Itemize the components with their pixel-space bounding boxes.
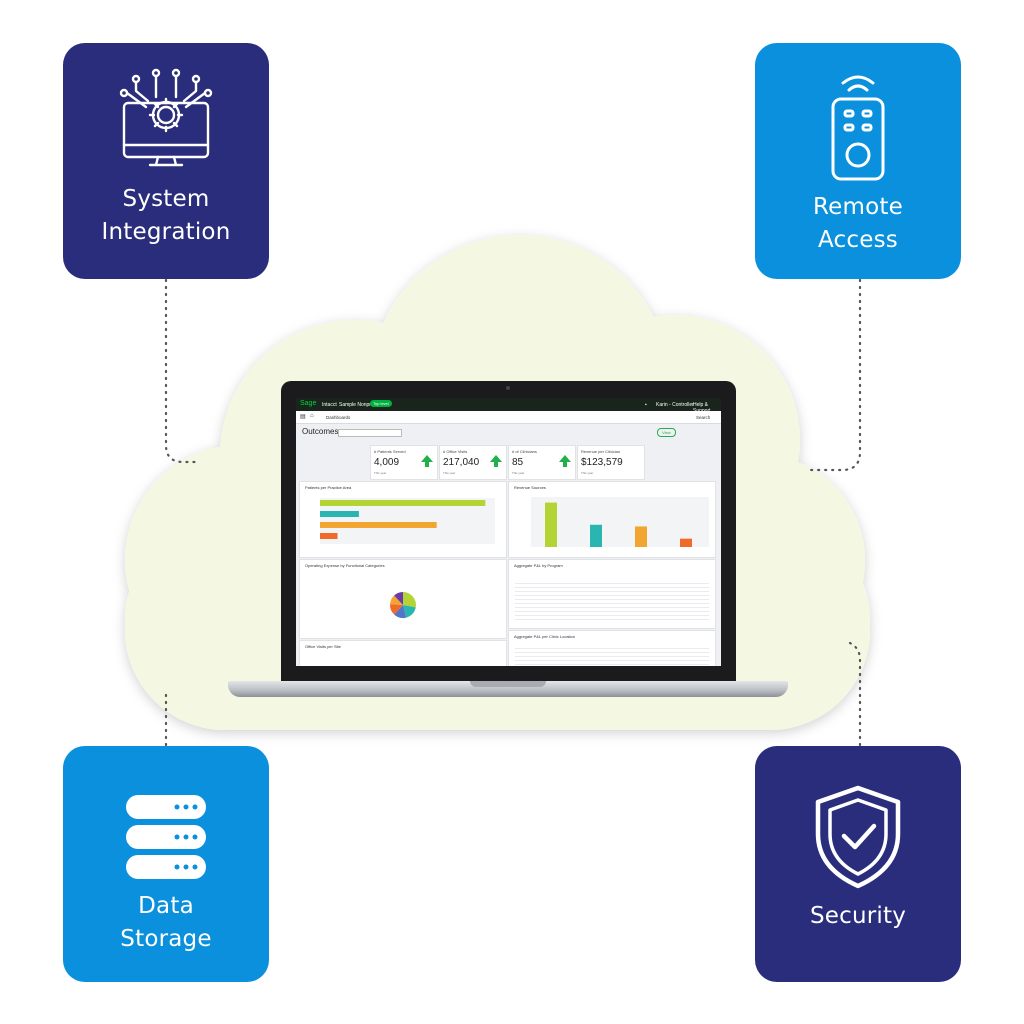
up-arrow-icon [421, 455, 433, 467]
panel-revenue-sources: Revenue Sources [508, 481, 716, 558]
panel-title: Aggregate P&L per Clinic Location [514, 634, 575, 639]
system-label-line2: Integration [101, 219, 231, 245]
laptop-notch [470, 681, 546, 687]
database-icon [123, 792, 209, 882]
bar [320, 500, 486, 506]
nav-dashboards[interactable]: Dashboards [326, 414, 351, 420]
kpi-value: 85 [512, 457, 524, 468]
view-button[interactable]: View [657, 428, 676, 437]
panel-title: Office Visits per Site [305, 644, 341, 649]
kpi-clinicians[interactable]: # of Clinicians 85 This year [508, 445, 576, 480]
panel-title: Operating Expense by Functional Categori… [305, 563, 385, 568]
help-link[interactable]: Help & Support [693, 401, 711, 414]
plot-area [531, 497, 709, 547]
app-top-bar: Sage Intacct Sample Nonprofit Top level … [296, 398, 721, 414]
patients-bar-chart [320, 498, 495, 544]
product-name: Intacct [322, 401, 337, 408]
remote-label-line2: Access [818, 227, 898, 253]
kpi-value: $123,579 [581, 457, 623, 468]
menu-icon[interactable]: ▤ [300, 414, 306, 420]
panel-aggregate-pl-clinic: Aggregate P&L per Clinic Location [508, 630, 716, 666]
bar [320, 522, 437, 528]
kpi-label: # of Clinicians [512, 449, 537, 454]
storage-label-line1: Data [138, 893, 194, 919]
kpi-revenue-per-clinician[interactable]: Revenue per Clinician $123,579 This year [577, 445, 645, 480]
brand-logo[interactable]: Sage [300, 400, 317, 407]
monitor-gear-icon [116, 67, 216, 167]
page-title: Outcomes [302, 427, 339, 436]
pl-table [515, 580, 709, 620]
shield-check-icon [810, 782, 906, 892]
system-integration-card: System Integration [63, 43, 269, 279]
kpi-value: 217,040 [443, 457, 480, 468]
panel-title: Revenue Sources [514, 485, 546, 490]
kpi-label: # Patients Served [374, 449, 406, 454]
remote-access-card: Remote Access [755, 43, 961, 279]
storage-label-line2: Storage [120, 926, 212, 952]
company-name[interactable]: Sample Nonprofit [339, 401, 378, 408]
clinic-table [515, 645, 709, 666]
column [635, 526, 647, 547]
panel-title: Aggregate P&L by Program [514, 563, 563, 568]
system-label-line1: System [122, 186, 210, 212]
pie-slice [403, 592, 416, 608]
kpi-patients[interactable]: # Patients Served 4,009 This year [370, 445, 438, 480]
remote-label-line1: Remote [813, 194, 903, 220]
column [590, 524, 602, 547]
data-storage-card: Data Storage [63, 746, 269, 982]
app-nav-bar: ▤ ⌂ Dashboards Search [296, 411, 721, 424]
pie-slice [403, 605, 416, 618]
panel-operating-expense: Operating Expense by Functional Categori… [299, 559, 507, 639]
kpi-label: # Office Visits [443, 449, 468, 454]
kpi-office-visits[interactable]: # Office Visits 217,040 This year [439, 445, 507, 480]
home-icon[interactable]: ⌂ [310, 413, 314, 419]
laptop-camera [506, 386, 510, 390]
kpi-sub: This year [443, 471, 456, 475]
kpi-value: 4,009 [374, 457, 400, 468]
level-badge[interactable]: Top level [370, 400, 392, 407]
search-label[interactable]: Search [696, 414, 711, 420]
dashboard-screen: Sage Intacct Sample Nonprofit Top level … [296, 398, 721, 666]
security-card: Security [755, 746, 961, 982]
expense-pie-chart [390, 592, 416, 618]
up-arrow-icon [490, 455, 502, 467]
revenue-column-chart [531, 497, 709, 547]
column [680, 538, 692, 547]
pie-slice [390, 595, 403, 605]
pie-slice [394, 592, 403, 605]
column [545, 502, 557, 547]
dashboard-select[interactable] [338, 429, 402, 437]
panel-title: Patients per Practice Area [305, 485, 352, 490]
bar [320, 511, 359, 517]
user-menu[interactable]: Karin - Controller [656, 401, 694, 408]
kpi-sub: This year [512, 471, 525, 475]
kpi-label: Revenue per Clinician [581, 449, 621, 454]
laptop-base [228, 681, 788, 697]
panel-aggregate-pl-program: Aggregate P&L by Program [508, 559, 716, 629]
kpi-sub: This year [374, 471, 387, 475]
kpi-sub: This year [581, 471, 594, 475]
panel-office-visits-site: Office Visits per Site [299, 640, 507, 666]
pie-slice [390, 604, 403, 615]
notification-icon[interactable]: ▪ [645, 401, 647, 408]
remote-control-icon [823, 65, 893, 185]
panel-patients-by-area: Patients per Practice Area [299, 481, 507, 558]
security-label: Security [809, 903, 907, 929]
up-arrow-icon [559, 455, 571, 467]
pie-slice [394, 605, 407, 618]
bar [320, 533, 338, 539]
